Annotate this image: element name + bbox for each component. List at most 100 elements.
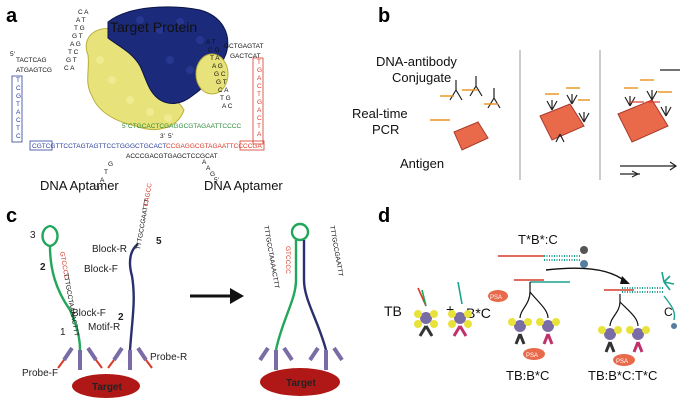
conjugate-label-line2: Conjugate — [392, 70, 451, 85]
svg-text:TTTGCCTAAAACTTT: TTTGCCTAAAACTTT — [262, 225, 280, 289]
target-ellipse-right — [260, 368, 340, 396]
num2-right-label: 2 — [118, 312, 124, 323]
panel-c: c 3 2 1 GTCCCC TTTGCCTAAAACTTT Block-F B… — [6, 182, 344, 398]
svg-text:T: T — [16, 101, 20, 108]
svg-text:G T: G T — [216, 79, 227, 86]
probe-f-antibody — [57, 346, 103, 370]
tb-bc-complex — [508, 279, 570, 360]
svg-text:5': 5' — [214, 177, 219, 184]
probe-f-strand — [48, 245, 82, 351]
svg-text:A T: A T — [76, 17, 86, 24]
svg-text:A: A — [257, 131, 262, 138]
tb-bc-tc-label: TB:B*C:T*C — [588, 368, 657, 383]
num5-label: 5 — [156, 236, 162, 247]
prime3-mid: 3' — [160, 133, 165, 140]
panel-a: a Target Protein C AA TT G G TA GT C G T… — [6, 5, 283, 193]
svg-text:C G: C G — [208, 47, 220, 54]
after-loop — [290, 222, 310, 242]
psa-tb-bc-tc-label: PSA — [616, 359, 628, 365]
svg-text:C A: C A — [78, 9, 89, 16]
svg-text:C A: C A — [218, 87, 229, 94]
svg-text:T G: T G — [74, 25, 85, 32]
svg-text:G: G — [257, 67, 262, 74]
tbc-label: T*B*:C — [518, 232, 558, 247]
svg-text:G C: G C — [214, 71, 226, 78]
svg-text:G T: G T — [72, 33, 83, 40]
svg-text:A: A — [100, 177, 105, 184]
panel-a-label: a — [6, 5, 18, 27]
after-antibody-right — [308, 346, 344, 370]
svg-text:G: G — [16, 93, 21, 100]
aptamer-right-label: DNA Aptamer — [204, 178, 283, 193]
tb-molecule — [414, 287, 438, 337]
antigen-shape-right — [617, 99, 669, 143]
transition-arrowhead — [230, 288, 244, 304]
target-left-label: Target — [92, 382, 122, 393]
prime3-lower: 3' — [96, 185, 101, 192]
svg-text:T C: T C — [68, 49, 79, 56]
prime5-left: 5' — [10, 51, 15, 58]
svg-text:TTTGCCGAATTT: TTTGCCGAATTT — [328, 225, 344, 277]
antigen-shape-middle — [539, 103, 585, 141]
svg-text:G: G — [210, 171, 215, 178]
svg-text:T: T — [16, 125, 20, 132]
dna-conjugate-strands-middle — [545, 87, 590, 101]
after-red-seq: GTCCCC — [284, 246, 291, 274]
svg-text:G T: G T — [66, 57, 77, 64]
target-protein-label: Target Protein — [110, 19, 197, 35]
lower-tail-left: GTA — [100, 161, 113, 184]
svg-text:C: C — [257, 115, 262, 122]
tb-label: TB — [384, 303, 402, 319]
num1-label: 1 — [60, 327, 66, 338]
svg-text:G: G — [257, 99, 262, 106]
conjugate-label-line1: DNA-antibody — [376, 54, 457, 69]
after-antibody-left — [258, 346, 294, 370]
target-ellipse-left — [72, 374, 140, 398]
svg-text:C: C — [16, 133, 21, 140]
motif-r-label: Motif-R — [88, 322, 120, 333]
green-prime: 5' — [122, 123, 127, 130]
svg-text:CAGCC: CAGCC — [143, 182, 154, 207]
pcr-label-line1: Real-time — [352, 106, 408, 121]
protein-texture-yellow — [96, 56, 172, 122]
after-left-seq: TTTGCCTAAAACTTT — [262, 225, 280, 289]
after-green-strand — [274, 240, 298, 351]
dna-conjugate-strands-left — [430, 89, 498, 121]
lower-strand-seq: ACCCGACGTGAGCTCCGCAT — [126, 153, 218, 160]
green-strand-seq: CTGCACTCGAGGCGTAGAATTCCCC — [128, 123, 241, 130]
svg-text:GTCCCC: GTCCCC — [58, 251, 70, 280]
block-r-sequence: TTTGCCGAATTT CAGCC — [135, 182, 154, 250]
svg-text:A: A — [16, 109, 21, 116]
block-f-bottom-label: Block-F — [72, 308, 106, 319]
svg-text:A: A — [206, 165, 211, 172]
target-right-label: Target — [286, 378, 316, 389]
reaction-arrow — [545, 267, 627, 283]
prime5-mid: 5' — [168, 133, 173, 140]
reaction-arrowhead — [620, 276, 630, 284]
panel-d: d T*B*:C TB + B*C — [378, 205, 677, 383]
psa-floating-label: PSA — [490, 295, 502, 301]
right-mid-seq: GACTCAT — [230, 53, 261, 60]
antigen-label: Antigen — [400, 156, 444, 171]
left-top-seq: TACTCAG — [16, 57, 47, 64]
dna-conjugate-strands-right — [624, 79, 672, 93]
bottom-blue-box — [29, 140, 53, 151]
svg-text:C A: C A — [64, 65, 75, 72]
svg-text:C: C — [257, 83, 262, 90]
svg-text:T: T — [16, 77, 20, 84]
svg-text:T A: T A — [210, 55, 220, 62]
svg-text:T G: T G — [220, 95, 231, 102]
tbc-duplex — [498, 246, 588, 268]
right-red-strand: TGA CTG ACT A — [257, 59, 262, 138]
bc-molecule — [448, 281, 472, 337]
panel-d-label: d — [378, 205, 390, 227]
svg-text:A C: A C — [222, 103, 233, 110]
bc-label: B*C — [466, 305, 491, 321]
aptamer-left-label: DNA Aptamer — [40, 178, 119, 193]
svg-text:A: A — [257, 107, 262, 114]
after-navy-strand — [302, 240, 328, 351]
panel-b-label: b — [378, 5, 390, 27]
protein-texture — [136, 16, 204, 74]
after-right-seq: TTTGCCGAATTT — [328, 225, 344, 277]
